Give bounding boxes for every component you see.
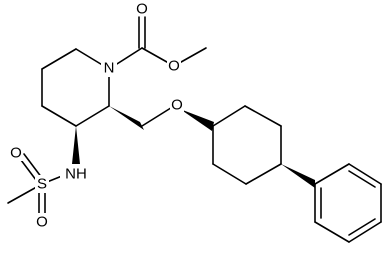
carbonyl-oxygen-label: O [136, 1, 148, 18]
atom-amine: NH [60, 164, 92, 184]
bond-ph-c1-c2 [314, 163, 350, 185]
atom-sulfur: S [35, 175, 49, 193]
bond-ph-c2-c3 [348, 163, 382, 185]
bond-cy-c1-c2 [212, 105, 246, 127]
sulfur-label: S [37, 176, 47, 193]
sulfonyl-oxygen-top-label: O [10, 145, 22, 162]
wedge-c2-ch2 [109, 106, 144, 130]
bond-ph-c5-c6 [314, 221, 350, 243]
bond-ring-c2-c3 [75, 105, 110, 127]
wedge-c3-nh [72, 126, 80, 164]
atom-carbonyl-oxygen: O [135, 0, 149, 18]
bond-ring-c3-c4 [41, 105, 77, 127]
sulfonyl-oxygen-bottom-label: O [36, 214, 48, 231]
wedge-cyclohexyl-phenyl [281, 164, 315, 188]
bond-layer [7, 16, 382, 243]
bond-ph-inner-1 [348, 170, 376, 188]
bond-ring-c5-c6 [41, 48, 77, 70]
atom-sulfonyl-oxygen-bottom: O [35, 213, 49, 231]
bond-ph-c4-c5 [348, 221, 382, 243]
atom-sulfonyl-oxygen-top: O [9, 144, 23, 162]
wedge-layer [72, 106, 315, 188]
atom-ether-oxygen: O [170, 97, 184, 114]
bond-cy-c2-c3 [244, 105, 282, 127]
bond-ch2-ether-o [141, 105, 175, 127]
ether-oxygen-label: O [171, 97, 183, 114]
ring-nitrogen-label: N [104, 60, 115, 77]
bond-ph-inner-2 [348, 218, 376, 236]
ester-oxygen-label: O [168, 58, 180, 75]
atom-ester-oxygen: O [167, 58, 181, 75]
amine-label: NH [65, 166, 87, 183]
bond-cy-c4-c5 [245, 163, 282, 185]
atom-ring-nitrogen: N [101, 60, 117, 77]
bond-cy-c5-c6 [212, 163, 247, 185]
wedge-o-cyclohexyl [180, 109, 214, 131]
